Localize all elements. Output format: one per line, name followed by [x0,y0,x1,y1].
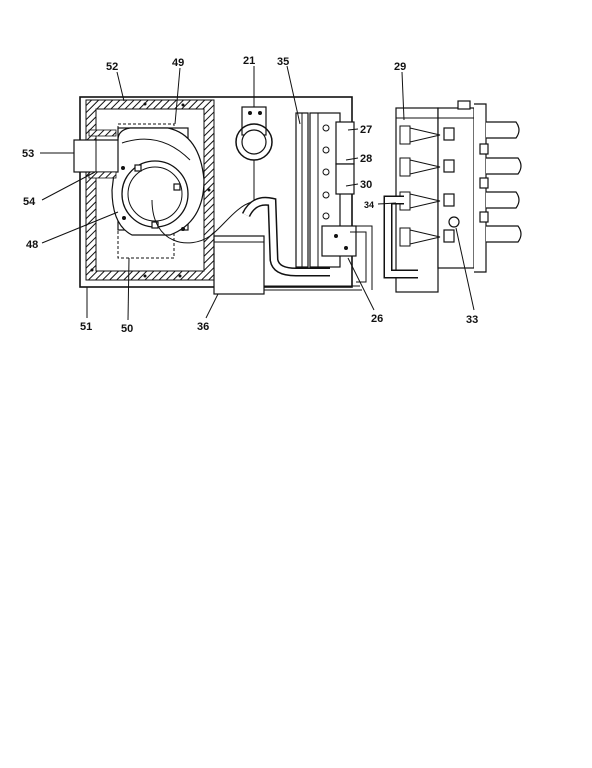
blower-compartment [73,96,353,288]
callout-49: 49 [172,57,184,69]
callout-53: 53 [22,148,34,160]
callout-33: 33 [466,314,478,326]
callout-36: 36 [197,321,209,333]
burner-manifold-view [383,100,522,293]
callout-51: 51 [80,321,92,333]
pressure-switch [235,106,273,202]
callout-27: 27 [360,124,372,136]
callout-35: 35 [277,56,289,68]
callout-21: 21 [243,55,255,67]
callout-52: 52 [106,61,118,73]
callout-30: 30 [360,179,372,191]
burner-rows [399,125,455,247]
heat-exchanger-assembly [295,112,373,290]
gas-valve-control [213,196,362,295]
callout-34: 34 [364,200,374,210]
callout-54: 54 [23,196,36,208]
callout-50: 50 [121,323,133,335]
callout-28: 28 [360,153,372,165]
callout-29: 29 [394,61,406,73]
callout-48: 48 [26,239,38,251]
callout-26: 26 [371,313,383,325]
heat-exchanger-tubes [479,121,522,243]
leader-lines [40,65,475,321]
